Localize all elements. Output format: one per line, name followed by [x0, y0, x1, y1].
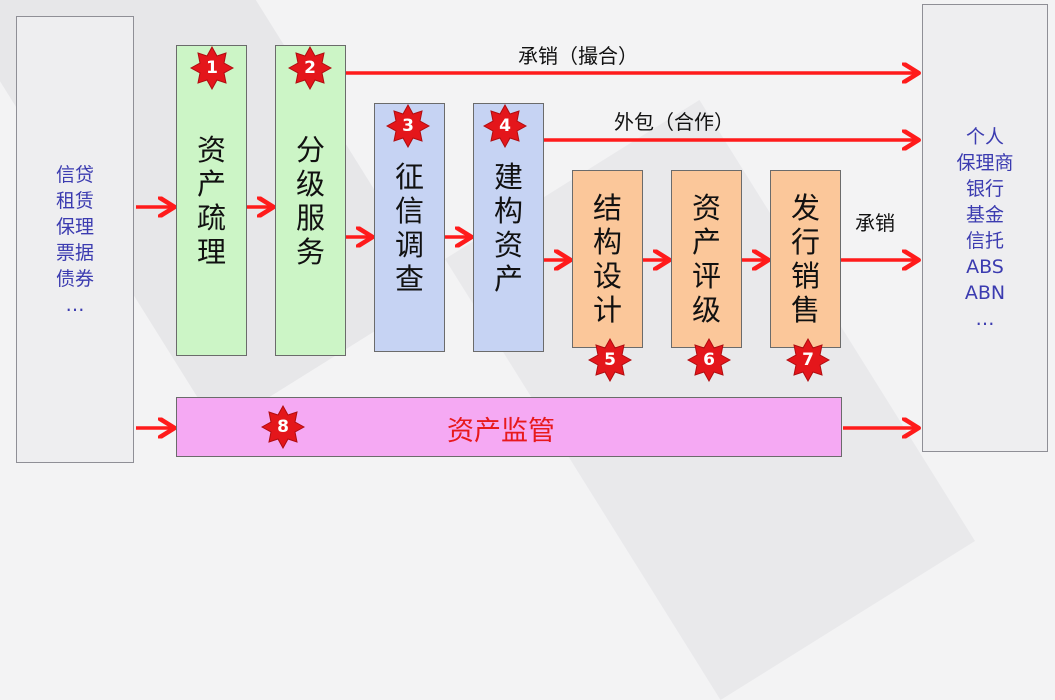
investor-item: ABN	[964, 282, 1006, 304]
investor-item: 基金	[965, 204, 1004, 226]
step-label-char: 级	[691, 293, 721, 327]
step-badge-number: 4	[499, 116, 511, 136]
step-label-char: 资	[196, 132, 226, 167]
step-label-char: 分	[295, 132, 325, 167]
star-badge-icon	[588, 338, 632, 382]
step-label-char: 征	[394, 159, 424, 194]
step-label-char: 调	[394, 227, 424, 262]
step-label-char: 构	[592, 225, 622, 259]
step-label-char: 资	[493, 227, 523, 262]
step-badge-number: 3	[402, 116, 414, 136]
step-structure-design: 结 构 设 计	[572, 170, 643, 348]
step-label-char: 结	[592, 191, 622, 225]
monitor-badge-number: 8	[277, 417, 289, 437]
monitor-badge: 8	[261, 405, 305, 449]
asset-source-box: 信贷 租赁 保理 票据 债券 …	[16, 16, 134, 463]
step-badge-number: 1	[206, 58, 218, 78]
underwriting-label: 承销	[855, 211, 895, 235]
step-label-char: 发	[790, 191, 820, 225]
step-label-char: 疏	[196, 200, 226, 235]
investor-item: ABS	[966, 256, 1004, 278]
step-badge: 7	[786, 338, 830, 382]
step-label-char: 信	[394, 193, 424, 228]
step-label-char: 建	[493, 159, 523, 194]
step-label-char: 查	[394, 261, 424, 296]
star-badge-icon	[687, 338, 731, 382]
investor-item: 个人	[965, 126, 1004, 148]
underwriting-matching-label: 承销（撮合）	[518, 44, 638, 68]
flow-arrows	[136, 0, 1055, 466]
step-label-char: 资	[691, 191, 721, 225]
asset-source-item: 租赁	[55, 189, 94, 212]
step-badge-number: 2	[304, 58, 316, 78]
step-badge: 2	[288, 46, 332, 90]
step-asset-construction: 建 构 资 产	[473, 103, 544, 352]
star-badge-icon	[386, 104, 430, 148]
asset-source-item: …	[65, 293, 85, 316]
step-label-char: 构	[493, 193, 523, 228]
step-label-char: 级	[295, 166, 325, 201]
asset-source-item: 票据	[55, 241, 94, 264]
step-badge-number: 5	[604, 350, 616, 370]
investor-item: …	[975, 308, 995, 330]
asset-source-item: 信贷	[55, 163, 94, 186]
step-label-char: 服	[295, 200, 325, 235]
asset-source-item: 保理	[55, 215, 94, 238]
step-label-char: 销	[790, 259, 820, 293]
star-badge-icon	[190, 46, 234, 90]
step-label-char: 行	[790, 225, 820, 259]
step-label-char: 产	[493, 261, 523, 296]
step-asset-sorting: 资 产 疏 理	[176, 45, 247, 356]
investor-item: 保理商	[956, 152, 1014, 174]
step-badge: 3	[386, 104, 430, 148]
step-badge: 1	[190, 46, 234, 90]
step-asset-rating: 资 产 评 级	[671, 170, 742, 348]
step-label-char: 产	[196, 166, 226, 201]
step-issuance-sales: 发 行 销 售	[770, 170, 841, 348]
investor-item: 银行	[965, 178, 1004, 200]
investor-box: 个人 保理商 银行 基金 信托 ABS ABN …	[922, 4, 1048, 452]
investor-item: 信托	[965, 230, 1004, 252]
step-label-char: 设	[592, 259, 622, 293]
star-badge-icon	[483, 104, 527, 148]
step-label-char: 产	[691, 225, 721, 259]
step-label-char: 理	[196, 234, 226, 269]
asset-monitoring-label: 资产监管	[447, 416, 555, 447]
step-label-char: 评	[691, 259, 721, 293]
asset-source-item: 债券	[55, 267, 94, 290]
step-tiered-service: 分 级 服 务	[275, 45, 346, 356]
step-badge: 6	[687, 338, 731, 382]
step-badge-number: 7	[802, 350, 814, 370]
star-badge-icon	[288, 46, 332, 90]
step-label-char: 售	[790, 293, 820, 327]
step-label-char: 务	[295, 234, 325, 269]
star-badge-icon	[786, 338, 830, 382]
step-badge-number: 6	[703, 350, 715, 370]
step-badge: 5	[588, 338, 632, 382]
outsourcing-label: 外包（合作）	[614, 110, 734, 134]
step-badge: 4	[483, 104, 527, 148]
star-badge-icon	[261, 405, 305, 449]
step-label-char: 计	[592, 293, 622, 327]
